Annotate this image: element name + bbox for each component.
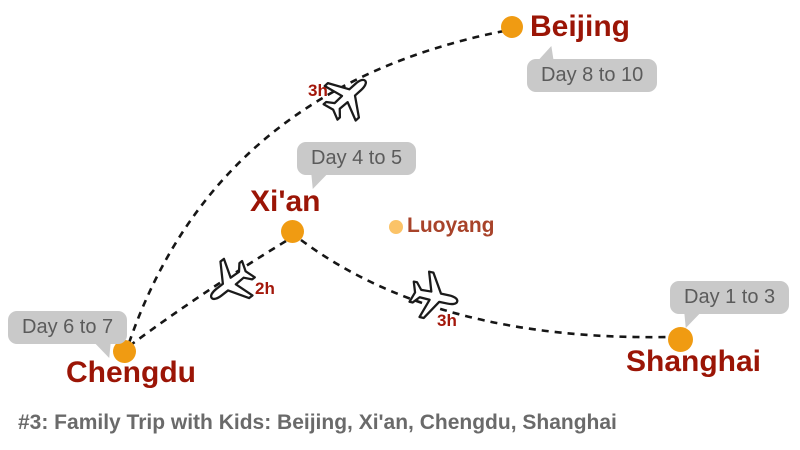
city-dot-luoyang bbox=[389, 220, 403, 234]
city-dot-shanghai bbox=[668, 327, 693, 352]
trip-caption: #3: Family Trip with Kids: Beijing, Xi'a… bbox=[18, 411, 617, 434]
airplane-icon bbox=[306, 58, 385, 137]
city-dot-beijing bbox=[501, 16, 523, 38]
city-label-xian: Xi'an bbox=[250, 185, 321, 218]
airplane-icon bbox=[193, 243, 272, 322]
airplane-icon bbox=[399, 263, 465, 329]
day-badge-text: Day 1 to 3 bbox=[684, 286, 776, 308]
route-xian-shanghai bbox=[300, 238, 670, 339]
city-label-beijing: Beijing bbox=[530, 10, 631, 43]
city-dot-xian bbox=[281, 220, 304, 243]
day-badge-beijing: Day 8 to 10 bbox=[527, 46, 658, 92]
city-label-chengdu: Chengdu bbox=[66, 356, 196, 389]
day-badge-text: Day 6 to 7 bbox=[22, 316, 114, 338]
flight-duration-label: 3h bbox=[308, 81, 328, 100]
flight-duration-label: 3h bbox=[437, 311, 457, 330]
day-badge-chengdu: Day 6 to 7 bbox=[8, 311, 128, 358]
flight-duration-label: 2h bbox=[255, 279, 275, 298]
day-badge-shanghai: Day 1 to 3 bbox=[670, 281, 790, 328]
route-xian-chengdu bbox=[131, 239, 287, 346]
city-label-luoyang: Luoyang bbox=[407, 214, 495, 237]
day-badge-text: Day 4 to 5 bbox=[311, 147, 403, 169]
day-badge-xian: Day 4 to 5 bbox=[297, 142, 417, 189]
city-label-shanghai: Shanghai bbox=[626, 345, 762, 378]
city-dot-chengdu bbox=[113, 340, 136, 363]
route-chengdu-beijing bbox=[127, 29, 505, 344]
day-badge-text: Day 8 to 10 bbox=[541, 64, 644, 86]
